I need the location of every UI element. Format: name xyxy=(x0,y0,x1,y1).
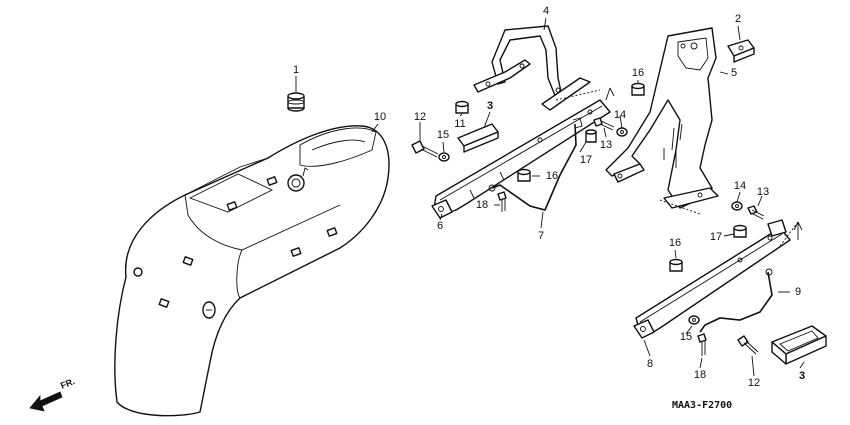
callout-18-lower: 18 xyxy=(694,369,706,381)
wire-part-7 xyxy=(488,117,583,211)
callout-16-upper: 16 xyxy=(546,170,558,182)
callout-12-lower: 12 xyxy=(748,377,760,389)
callout-13-lower: 13 xyxy=(757,186,769,198)
callout-17-upper: 17 xyxy=(580,154,592,166)
callout-2: 2 xyxy=(735,13,741,25)
assembly-lines xyxy=(555,89,803,247)
callout-14-upper: 14 xyxy=(614,109,626,121)
callout-14-lower: 14 xyxy=(734,180,746,192)
callout-15-upper: 15 xyxy=(437,129,449,141)
callout-12-upper: 12 xyxy=(414,111,426,123)
callout-labels: 1 2 3 3 4 5 6 7 8 9 10 11 12 12 13 13 14… xyxy=(293,5,805,389)
callout-13-upper: 13 xyxy=(600,139,612,151)
callout-9: 9 xyxy=(795,286,801,298)
diagram-code: MAA3-F2700 xyxy=(672,400,732,411)
callout-8: 8 xyxy=(647,358,653,370)
callout-1: 1 xyxy=(293,64,299,76)
reflector-part-3-upper xyxy=(457,123,499,153)
callout-4: 4 xyxy=(543,5,549,17)
reflector-part-3-lower xyxy=(771,325,827,365)
upper-bracket-part-4 xyxy=(473,25,615,111)
wire-part-9 xyxy=(699,268,773,333)
front-direction-arrow: FR. xyxy=(29,376,76,412)
callout-15-lower: 15 xyxy=(680,331,692,343)
callout-3-lower: 3 xyxy=(799,370,805,382)
leader-lines xyxy=(295,17,805,377)
callout-5: 5 xyxy=(731,67,737,79)
arrow-icon xyxy=(29,391,63,412)
front-label: FR. xyxy=(59,376,76,391)
callout-3-upper: 3 xyxy=(487,100,493,112)
callout-16-top: 16 xyxy=(632,67,644,79)
callout-11: 11 xyxy=(454,118,465,130)
rubber-block-part-2 xyxy=(727,39,755,63)
hardware xyxy=(411,82,765,356)
callout-10: 10 xyxy=(374,111,386,123)
callout-7: 7 xyxy=(538,230,544,242)
callout-6: 6 xyxy=(437,220,443,232)
callout-17-lower: 17 xyxy=(710,231,722,243)
lower-stay-part-8 xyxy=(633,219,791,339)
callout-18-upper: 18 xyxy=(476,199,488,211)
upper-stay-part-6 xyxy=(431,99,611,219)
grommet-part-1 xyxy=(287,92,305,112)
rear-bracket-part-5 xyxy=(605,27,719,209)
rear-fender xyxy=(114,125,390,417)
callout-16-lower: 16 xyxy=(669,237,681,249)
